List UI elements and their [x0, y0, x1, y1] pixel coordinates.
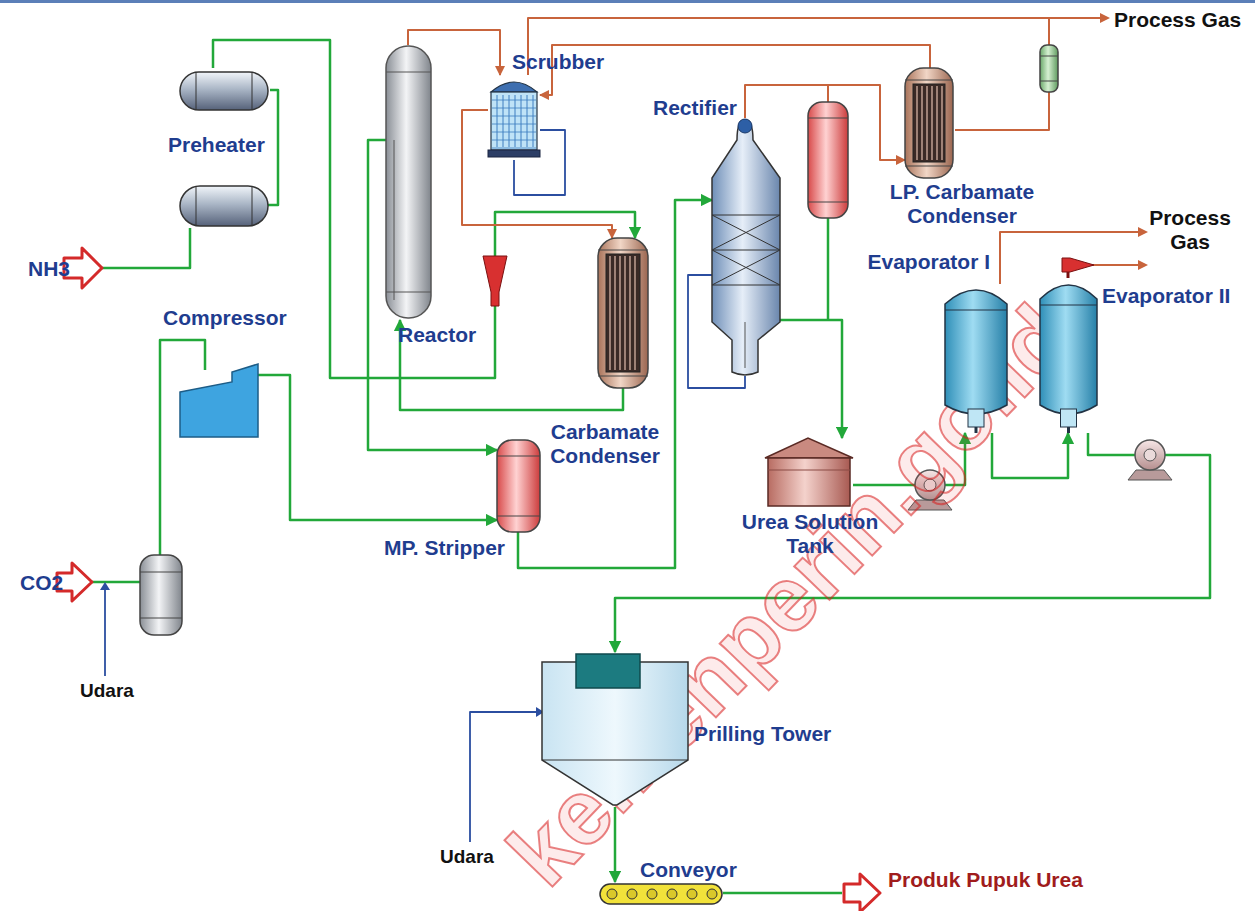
equipment-label: Prilling Tower — [694, 722, 831, 746]
equipment-label: Urea Solution Tank — [735, 510, 885, 558]
stream-label: Produk Pupuk Urea — [888, 868, 1083, 892]
equipment-label: Carbamate Condenser — [545, 420, 665, 468]
equipment-unit: MP. Stripper — [497, 440, 540, 532]
process-pipe — [518, 200, 712, 568]
process-pipe — [614, 807, 617, 882]
equipment-symbol — [905, 68, 953, 178]
process-pipe — [258, 375, 497, 520]
equipment-label: Preheater — [168, 133, 265, 157]
equipment-unit: Evaporator I — [945, 282, 1007, 433]
equipment-unit: Scrubber — [488, 75, 540, 160]
equipment-unit: Prilling Tower — [540, 652, 690, 807]
equipment-symbol — [945, 282, 1007, 433]
stream-label: Process Gas — [1114, 8, 1241, 32]
stream-label: NH3 — [28, 257, 70, 281]
stream-label: Udara — [80, 680, 134, 702]
equipment-symbol — [1040, 277, 1097, 433]
equipment-label: Scrubber — [512, 50, 604, 74]
equipment-label: Evaporator II — [1102, 284, 1230, 308]
equipment-symbol — [497, 440, 540, 532]
equipment-symbol — [712, 118, 780, 378]
stream-label: Process Gas — [1145, 206, 1235, 254]
process-pipe — [992, 433, 1068, 478]
equipment-symbol — [540, 652, 690, 807]
equipment-label: Rectifier — [653, 96, 737, 120]
equipment-unit: Rectifier — [712, 118, 780, 378]
equipment-symbol — [386, 45, 431, 320]
equipment-label: Conveyor — [640, 858, 737, 882]
equipment-label: Compressor — [163, 306, 287, 330]
equipment-symbol — [180, 362, 258, 437]
equipment-unit: Carbamate Condenser — [598, 238, 648, 388]
equipment-symbol — [598, 238, 648, 388]
equipment-unit: Urea Solution Tank — [765, 438, 853, 506]
equipment-unit: Evaporator II — [1040, 277, 1097, 433]
equipment-label: Evaporator I — [867, 250, 990, 274]
stream-label: CO2 — [20, 571, 63, 595]
equipment-label: Reactor — [398, 323, 476, 347]
equipment-unit: Conveyor — [598, 882, 724, 906]
stream-label: Udara — [440, 846, 494, 868]
equipment-unit: Reactor — [386, 45, 431, 320]
process-pipe — [853, 433, 965, 485]
equipment-unit: LP. Carbamate Condenser — [905, 68, 953, 178]
equipment-symbol — [598, 882, 724, 906]
equipment-unit: Compressor — [180, 362, 258, 437]
equipment-label: LP. Carbamate Condenser — [873, 180, 1051, 228]
equipment-label: MP. Stripper — [384, 536, 505, 560]
equipment-unit: Preheater — [178, 68, 270, 228]
equipment-symbol — [488, 75, 540, 160]
equipment-symbol — [765, 438, 853, 506]
process-pipe — [745, 85, 905, 160]
process-pipe — [780, 320, 842, 438]
process-pipe — [615, 433, 1210, 652]
